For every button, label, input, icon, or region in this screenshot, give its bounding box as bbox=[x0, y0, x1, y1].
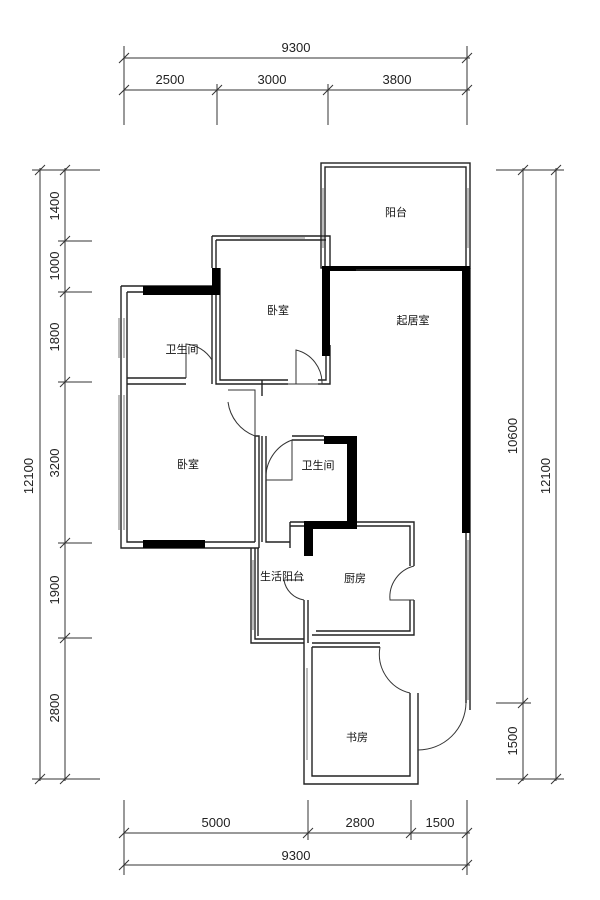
left-segment-1: 1400 bbox=[47, 192, 62, 221]
left-segment-3: 1800 bbox=[47, 323, 62, 352]
bottom-dimension-chain bbox=[118, 800, 473, 875]
bathroom-left-label: 卫生间 bbox=[166, 342, 199, 356]
left-segment-6: 2800 bbox=[47, 694, 62, 723]
right-inner-dimension: 10600 bbox=[505, 418, 520, 454]
top-dimension-chain bbox=[118, 46, 473, 125]
bathroom-center-label: 卫生间 bbox=[302, 458, 335, 472]
balcony-label: 阳台 bbox=[385, 205, 407, 219]
left-segment-4: 3200 bbox=[47, 449, 62, 478]
bedroom-top-label: 卧室 bbox=[267, 303, 289, 317]
windows bbox=[118, 188, 469, 760]
kitchen-label: 厨房 bbox=[344, 572, 366, 585]
solid-walls bbox=[143, 266, 470, 556]
study-label: 书房 bbox=[346, 731, 368, 744]
bottom-total-dimension: 9300 bbox=[282, 848, 311, 863]
left-total-dimension: 12100 bbox=[21, 458, 36, 494]
bottom-segment-2: 2800 bbox=[346, 815, 375, 830]
right-inner-bottom-dimension: 1500 bbox=[505, 727, 520, 756]
bottom-segment-3: 1500 bbox=[426, 815, 455, 830]
left-segment-5: 1900 bbox=[47, 576, 62, 605]
top-segment-1: 2500 bbox=[156, 72, 185, 87]
doors bbox=[185, 343, 467, 751]
left-dimension-chain bbox=[32, 164, 100, 785]
top-segment-2: 3000 bbox=[258, 72, 287, 87]
bottom-segment-1: 5000 bbox=[202, 815, 231, 830]
utility-balcony-label: 生活阳台 bbox=[260, 569, 304, 583]
walls bbox=[120, 162, 471, 785]
right-total-dimension: 12100 bbox=[538, 458, 553, 494]
left-segment-2: 1000 bbox=[47, 252, 62, 281]
bedroom-left-label: 卧室 bbox=[177, 457, 199, 471]
top-total-dimension: 9300 bbox=[282, 40, 311, 55]
right-dimension-chain bbox=[496, 164, 564, 785]
top-segment-3: 3800 bbox=[383, 72, 412, 87]
living-room-label: 起居室 bbox=[397, 313, 430, 327]
